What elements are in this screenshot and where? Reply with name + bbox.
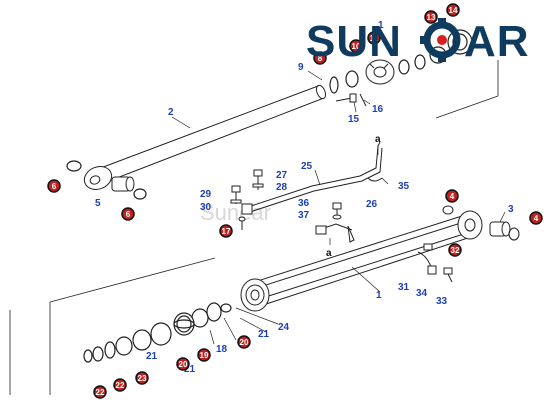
logo-text-left: SUN [306, 17, 402, 66]
part-5-label: 5 [95, 198, 101, 209]
seal-badge-11 [367, 31, 381, 45]
seal-badge-4-number: 4 [450, 192, 455, 201]
seal-badge-17-number: 17 [222, 227, 231, 236]
part-30-label: 30 [200, 202, 212, 213]
seal-badge-14-number: 14 [449, 6, 458, 15]
seal-badge-20-number: 20 [240, 338, 249, 347]
seal-badge-8-number: 8 [318, 54, 323, 63]
piston-seals [329, 29, 473, 94]
reference-a-label: a [375, 134, 381, 145]
part-27-label: 27 [276, 170, 288, 181]
seal-badge-32-number: 32 [451, 246, 460, 255]
seal-badge-4 [529, 211, 543, 225]
gear-icon [420, 18, 461, 62]
seal-badge-4 [445, 189, 459, 203]
seal-badge-19-number: 19 [200, 351, 209, 360]
seal-badge-19 [197, 348, 211, 362]
part-21-label: 21 [258, 329, 270, 340]
part-26-label: 26 [366, 199, 378, 210]
part-28-label: 28 [276, 182, 288, 193]
seal-badge-6-number: 6 [52, 182, 57, 191]
seal-badge-6 [121, 207, 135, 221]
seal-badge-22-number: 22 [116, 381, 125, 390]
seal-badges: 4 4 6 6 8 10 11 13 14 17 19 20 20 22 22 … [47, 3, 543, 399]
seal-badge-32 [448, 243, 462, 257]
seal-badge-23 [135, 371, 149, 385]
seal-badge-14 [446, 3, 460, 17]
logo-text-right: AR [464, 17, 530, 66]
seal-badge-10 [349, 39, 363, 53]
sunear-logo: SUN AR [306, 17, 530, 66]
bolt-15 [335, 93, 367, 107]
part-9-label: 9 [298, 62, 304, 73]
upper-cylinder-rod [83, 84, 327, 190]
bushing-5 [111, 176, 135, 192]
seal-badge-11-number: 11 [370, 34, 379, 43]
part-2-label: 2 [168, 107, 174, 118]
fitting-31 [417, 251, 453, 283]
part-24-label: 24 [278, 322, 290, 333]
dust-seals-6 [66, 160, 147, 200]
part-31-label: 31 [398, 282, 410, 293]
part-35-label: 35 [398, 181, 410, 192]
part-1-label: 1 [376, 290, 382, 301]
bottom-bushing-3 [442, 205, 520, 241]
seal-badge-22 [113, 378, 127, 392]
seal-badge-22 [93, 385, 107, 399]
part-21-label: 21 [146, 351, 158, 362]
seal-badge-10-number: 10 [352, 42, 361, 51]
gland-seal-kit [83, 302, 232, 363]
seal-badge-17 [219, 224, 233, 238]
seal-badge-23-number: 23 [138, 374, 147, 383]
part-33-label: 33 [436, 296, 448, 307]
part-3-label: 3 [508, 204, 514, 215]
part-numbers: 1 1 2 3 5 9 15 16 18 21 21 21 24 25 26 2… [95, 20, 514, 375]
seal-badge-13 [424, 10, 438, 24]
bolts-27-30 [230, 169, 264, 230]
frame-lines [9, 60, 499, 395]
seal-badge-22-number: 22 [96, 388, 105, 397]
seal-badge-6-number: 6 [126, 210, 131, 219]
seal-badge-20 [237, 335, 251, 349]
lower-cylinder-barrel [240, 210, 483, 312]
watermark: Sunear [200, 200, 271, 225]
part-34-label: 34 [416, 288, 428, 299]
seal-badge-13-number: 13 [427, 13, 436, 22]
hydraulic-pipe [241, 141, 383, 215]
part-21-label: 21 [184, 364, 196, 375]
part-1-label: 1 [378, 20, 384, 31]
part-36-label: 36 [298, 198, 310, 209]
seal-badge-8 [313, 51, 327, 65]
part-18-label: 18 [216, 344, 228, 355]
clamp-26 [315, 202, 355, 243]
part-29-label: 29 [200, 189, 212, 200]
reference-a-label: a [326, 248, 332, 259]
part-15-label: 15 [348, 114, 360, 125]
leader-lines [171, 70, 506, 345]
part-25-label: 25 [301, 161, 313, 172]
seal-badge-6 [47, 179, 61, 193]
part-37-label: 37 [298, 210, 310, 221]
piston-head [365, 59, 395, 85]
seal-badge-4-number: 4 [534, 214, 539, 223]
seal-badge-20-number: 20 [179, 360, 188, 369]
seal-badge-20 [176, 357, 190, 371]
part-16-label: 16 [372, 104, 384, 115]
